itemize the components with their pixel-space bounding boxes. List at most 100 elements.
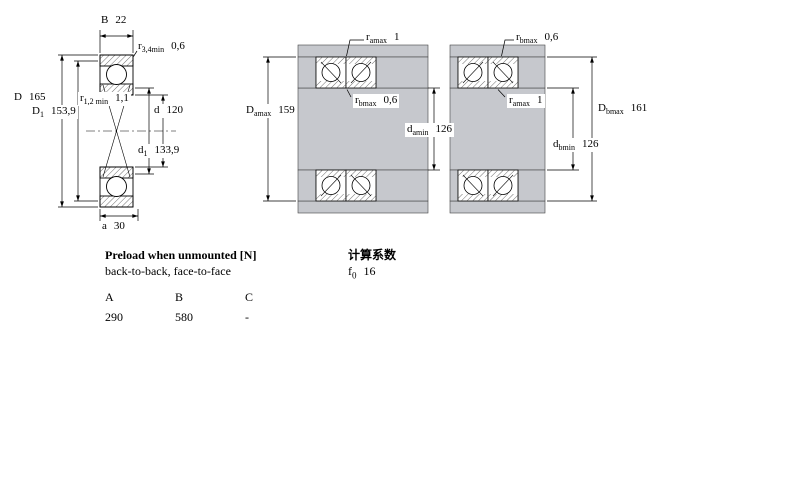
outer-ring-hatch xyxy=(99,195,134,208)
sub: 0 xyxy=(352,270,357,281)
calc-factor-f0: f0 16 xyxy=(348,263,396,283)
dim-label-rbmax-top: rbmax 0,6 xyxy=(516,31,558,45)
sym: r xyxy=(516,31,520,43)
value: 120 xyxy=(166,104,184,116)
sym: r xyxy=(138,40,142,52)
preload-table-value-row: 290 580 - xyxy=(105,310,315,325)
contact-lines xyxy=(320,61,372,197)
leader-ra-mid xyxy=(497,89,506,98)
sub: bmax xyxy=(605,107,624,117)
dim-label-B: B 22 xyxy=(101,14,126,28)
value: 133,9 xyxy=(154,144,180,156)
sym: a xyxy=(102,220,107,232)
sym: d xyxy=(138,144,144,156)
value: 30 xyxy=(113,220,125,232)
preload-table-value-cell: 580 xyxy=(175,310,193,324)
calculation-factors-note: 计算系数 f0 16 xyxy=(348,247,396,283)
bearing-technical-drawing xyxy=(58,30,597,221)
housing-top xyxy=(449,44,546,58)
sub: amax xyxy=(369,36,387,46)
dim-label-r34: r3,4min 0,6 xyxy=(138,40,185,54)
sym: D xyxy=(14,91,22,103)
value: 126 xyxy=(581,138,599,150)
contact-lines xyxy=(462,61,514,197)
value: 1 xyxy=(537,94,543,106)
value: 0,6 xyxy=(383,94,398,106)
sub: bmax xyxy=(519,36,538,46)
single-bearing-section xyxy=(86,54,176,208)
dim-label-rbmax-mid: rbmax 0,6 xyxy=(353,94,400,109)
preload-table-header-cell: A xyxy=(105,290,114,304)
dim-D1-lines xyxy=(74,60,98,202)
sub: amax xyxy=(512,99,530,109)
value: 22 xyxy=(115,14,127,26)
sym: r xyxy=(509,94,513,106)
arrangement2-dimensions xyxy=(497,39,597,202)
dim-B-lines xyxy=(99,30,134,53)
dim-label-D: D 165 xyxy=(14,91,45,105)
sym: D xyxy=(246,104,254,116)
preload-subtitle: back-to-back, face-to-face xyxy=(105,264,231,278)
sym: r xyxy=(366,31,370,43)
preload-table-header-row: A B C xyxy=(105,290,315,305)
sym: D xyxy=(598,102,606,114)
value: 126 xyxy=(435,123,453,135)
sym: r xyxy=(80,92,84,104)
dim-label-Damax: Damax 159 xyxy=(244,104,297,119)
dim-d1-lines xyxy=(135,87,154,175)
value: 0,6 xyxy=(171,40,185,52)
arrangement-face-to-face xyxy=(449,39,597,214)
sym: d xyxy=(407,123,413,135)
sub: 3,4min xyxy=(141,45,165,55)
sym: D xyxy=(32,105,40,117)
preload-table-header-cell: B xyxy=(175,290,184,304)
dim-D-lines xyxy=(58,54,98,208)
sub: 1 xyxy=(143,149,148,159)
leader-rb-top xyxy=(501,39,514,57)
sub: amax xyxy=(253,109,272,119)
sym: B xyxy=(101,14,109,26)
preload-note: Preload when unmounted [N] back-to-back,… xyxy=(105,247,256,279)
leader-rb-mid xyxy=(346,89,352,98)
dim-label-d: d 120 xyxy=(152,104,185,119)
bearing-ball xyxy=(106,64,127,85)
value: 159 xyxy=(278,104,295,116)
dim-label-a: a 30 xyxy=(102,220,125,234)
value: 165 xyxy=(28,91,46,103)
dim-label-d1: d1 133,9 xyxy=(136,144,182,159)
value: 0,6 xyxy=(544,31,559,43)
dim-label-Dbmax: Dbmax 161 xyxy=(598,102,647,116)
dim-label-dbmin: dbmin 126 xyxy=(551,138,601,153)
value: 1,1 xyxy=(115,92,129,104)
sym: d xyxy=(154,104,160,116)
preload-table: A B C 290 580 - xyxy=(105,290,315,325)
sub: 1,2 min xyxy=(83,97,109,107)
sub: amin xyxy=(412,128,429,138)
sub: bmin xyxy=(558,143,575,153)
value: 16 xyxy=(363,264,376,278)
calc-factors-title: 计算系数 xyxy=(348,248,397,262)
value: 161 xyxy=(630,102,648,114)
dim-label-damin: damin 126 xyxy=(405,123,454,138)
sub: bmax xyxy=(358,99,377,109)
dim-label-r12: r1,2 min 1,1 xyxy=(78,92,131,107)
sym: r xyxy=(355,94,359,106)
sym: f xyxy=(348,264,352,278)
dim-label-ramax-mid: ramax 1 xyxy=(507,94,545,109)
housing-bottom xyxy=(297,200,429,214)
bearing-ball xyxy=(106,176,127,197)
value: 153,9 xyxy=(50,105,76,117)
preload-table-header-cell: C xyxy=(245,290,254,304)
sym: d xyxy=(553,138,559,150)
housing-bottom xyxy=(449,200,546,214)
preload-table-value-cell: - xyxy=(245,310,249,324)
housing-top xyxy=(297,44,429,58)
preload-table-value-cell: 290 xyxy=(105,310,123,324)
value: 1 xyxy=(394,31,400,43)
dim-label-ramax-top: ramax 1 xyxy=(366,31,400,45)
leader-r34 xyxy=(133,50,138,57)
dim-a-lines xyxy=(99,209,139,221)
leader-ra-top xyxy=(346,39,364,57)
